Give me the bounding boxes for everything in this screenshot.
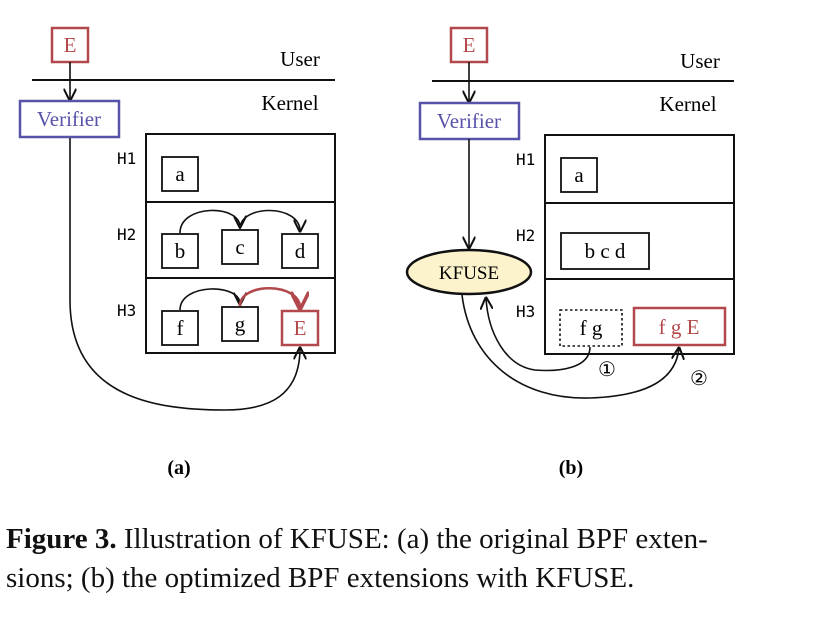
hook-label-a-h2: H2 — [117, 225, 136, 244]
verifier-to-event-arrow-a — [69, 138, 300, 411]
hook-label-a-h1: H1 — [117, 149, 136, 168]
user-label-a: User — [280, 47, 320, 71]
fused-prog-label-bcd: b c d — [585, 239, 626, 263]
verifier-box-b — [418, 101, 521, 141]
caption-kfuse-2: KFUSE — [535, 562, 628, 594]
old-prog-label-fg: f g — [580, 316, 603, 340]
new-prog-box-fge — [632, 306, 727, 347]
verifier-label-a: Verifier — [37, 107, 101, 131]
figure-caption: Figure 3. Illustration of KFUSE: (a) the… — [6, 520, 821, 598]
tail-call-arrow-g-e — [238, 287, 300, 308]
event-prog-label-a: E — [294, 316, 307, 340]
panel-a-label: (a) — [167, 457, 190, 479]
prog-label-b: b — [175, 239, 186, 263]
event-box-b — [449, 26, 489, 64]
prog-box-d — [281, 233, 319, 269]
user-label-b: User — [680, 49, 720, 73]
prog-box-f — [161, 310, 199, 346]
prog-label-f: f — [177, 316, 184, 340]
hook-label-b-h1: H1 — [516, 150, 535, 169]
step2-arrow — [461, 294, 679, 399]
event-prog-box-a — [280, 309, 320, 347]
fused-prog-box-bcd — [560, 232, 650, 270]
event-label-a: E — [64, 33, 77, 57]
tail-call-arrow-c-d — [239, 209, 300, 231]
new-prog-label-fge: f g E — [659, 315, 700, 339]
caption-text-3: sions; (b) the optimized BPF extensions … — [6, 562, 536, 594]
hooks-container-b — [544, 134, 735, 355]
caption-text-2: : (a) the original BPF exten- — [381, 523, 708, 555]
verifier-label-b: Verifier — [437, 109, 501, 133]
prog-box-c — [221, 229, 259, 265]
prog-label-a: a — [175, 162, 185, 186]
hook-label-a-h3: H3 — [117, 301, 136, 320]
old-prog-box-fg — [559, 309, 623, 347]
kfuse-label: KFUSE — [439, 263, 499, 284]
kernel-label-a: Kernel — [261, 91, 318, 115]
tail-call-arrow-b-c — [179, 209, 240, 234]
hook-label-b-h2: H2 — [516, 226, 535, 245]
caption-kfuse-1: KFUSE — [289, 523, 382, 555]
prog-box-b-h1 — [560, 157, 598, 193]
prog-box-b — [161, 233, 199, 269]
verifier-box-a — [18, 99, 121, 139]
tail-call-arrow-f-g — [179, 288, 240, 311]
prog-label-c: c — [235, 235, 244, 259]
panel-b: E User Kernel Verifier KFUSE H1 H2 H3 a … — [405, 26, 735, 479]
step1-marker: ① — [598, 359, 616, 381]
step2-marker: ② — [690, 368, 708, 390]
prog-label-g: g — [235, 312, 246, 336]
prog-label-b-h1: a — [574, 163, 584, 187]
prog-box-a — [161, 156, 199, 192]
event-label-b: E — [463, 33, 476, 57]
caption-figure-number: Figure 3. — [6, 523, 117, 555]
hook-label-b-h3: H3 — [516, 302, 535, 321]
hooks-container-a — [145, 133, 336, 354]
caption-text-4: . — [627, 562, 635, 594]
panel-b-label: (b) — [559, 457, 583, 479]
caption-text-1: Illustration of — [116, 523, 290, 555]
figure-3-diagram: E User Kernel Verifier H1 H2 H3 a b c d … — [18, 26, 735, 479]
prog-label-d: d — [295, 239, 306, 263]
kfuse-ellipse — [405, 248, 533, 296]
prog-box-g — [221, 306, 259, 342]
kernel-label-b: Kernel — [659, 92, 716, 116]
panel-a: E User Kernel Verifier H1 H2 H3 a b c d … — [18, 26, 336, 479]
step1-arrow — [486, 298, 591, 372]
